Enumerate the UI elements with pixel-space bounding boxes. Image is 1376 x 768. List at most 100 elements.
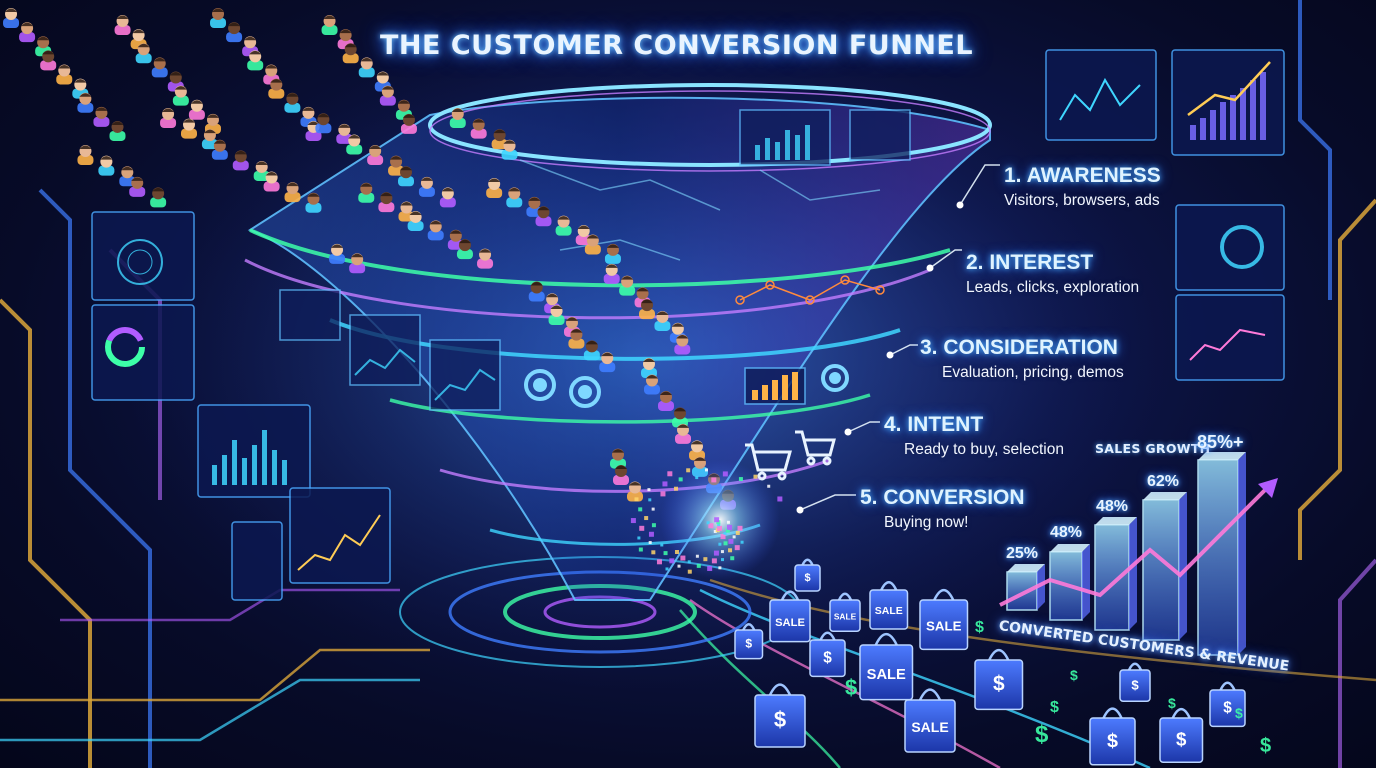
stage-title: 4. INTENT [884,413,984,436]
person-icon [379,85,396,106]
donut-chart-icon [105,327,145,367]
shopping-bag-icon: SALE [769,590,811,643]
shopping-bag-icon: $ [1119,662,1151,702]
network-icon [735,275,885,305]
dollar-icon: $ [1070,667,1078,683]
shopping-bag-icon: $ [1089,707,1136,766]
particle [734,545,740,551]
person-icon [548,305,565,326]
person-icon [135,43,152,64]
particle [723,541,728,546]
person-icon [456,239,473,260]
person-icon [439,187,456,208]
person-icon [172,85,189,106]
person-icon [627,481,643,502]
person-icon [610,448,626,469]
shopping-cart-icon [745,430,836,481]
dollar-icon: $ [1235,705,1243,721]
page-title: THE CUSTOMER CONVERSION FUNNEL [380,30,974,61]
person-icon [675,423,691,444]
particle [708,523,714,529]
right-frame [1298,0,1376,768]
person-icon [98,155,115,176]
particle [767,484,771,488]
person-icon [644,374,660,395]
particle [732,535,736,539]
bag-label: SALE [775,617,805,629]
particle [660,543,664,547]
person-icon [367,145,384,166]
particle [687,560,691,564]
growth-bar [1197,452,1246,656]
particle [711,477,717,483]
bar-chart-icon [744,367,806,405]
particle [665,567,669,571]
dollar-icon: $ [1168,695,1176,711]
particle [720,534,726,540]
particle [648,531,654,537]
person-icon [268,78,285,99]
dollar-signs: $$$$$$$$ [845,619,1271,757]
particle [680,555,686,561]
dollar-icon: $ [975,619,984,636]
shopping-bag-icon: $ [734,623,764,660]
growth-bar [1142,492,1187,641]
person-icon [204,113,221,134]
left-dashboards [91,211,391,601]
person-icon [247,50,264,71]
particle [634,497,639,502]
bag-label: SALE [867,667,906,683]
particle [647,488,651,492]
person-icon [535,206,552,227]
person-icon [151,57,168,78]
particle-burst [660,460,780,580]
stage-title: 5. CONVERSION [860,486,1025,509]
stage-awareness: 1. AWARENESS Visitors, browsers, ads [1004,164,1161,210]
person-icon [506,187,523,208]
right-dashboards [1045,49,1285,381]
person-icon [321,15,338,36]
particle [713,530,717,533]
line-chart-icon [1059,77,1141,121]
particle [637,536,641,540]
stage-title: 3. CONSIDERATION [920,336,1118,359]
particle [644,516,649,521]
stage-description: Leads, clicks, exploration [966,279,1140,296]
shopping-bag-icon: SALE [904,688,956,753]
person-icon [346,134,363,155]
particle [722,471,728,477]
particle [735,530,740,535]
shopping-bag-icon: $ [754,683,806,748]
stage-conversion: 5. CONVERSION Buying now! [860,486,1025,532]
dollar-icon: $ [1035,721,1049,748]
person-icon [470,118,487,139]
person-icon [181,118,197,139]
person-icon [395,99,412,120]
shopping-bag-icon: SALE [869,580,909,630]
dollar-icon: $ [745,637,752,651]
dollar-icon: $ [804,572,810,584]
dollar-icon: $ [823,650,832,667]
person-icon [583,340,600,361]
particle [687,569,692,574]
particle [730,556,735,561]
particle [667,471,673,477]
particle [717,523,721,527]
particle [651,507,655,511]
person-icon [613,465,629,486]
person-icon [211,139,228,160]
person-icon [284,182,301,203]
stage-description: Evaluation, pricing, demos [942,364,1124,381]
growth-bar [1094,517,1137,631]
person-icon [427,220,444,241]
person-icon [329,243,346,264]
particle [648,498,652,502]
people-stream [3,8,736,510]
person-icon [639,299,655,320]
person-icon [129,176,146,197]
person-icon [226,22,243,43]
stage-title: 1. AWARENESS [1004,164,1161,187]
person-icon [56,64,73,85]
person-icon [449,108,466,128]
